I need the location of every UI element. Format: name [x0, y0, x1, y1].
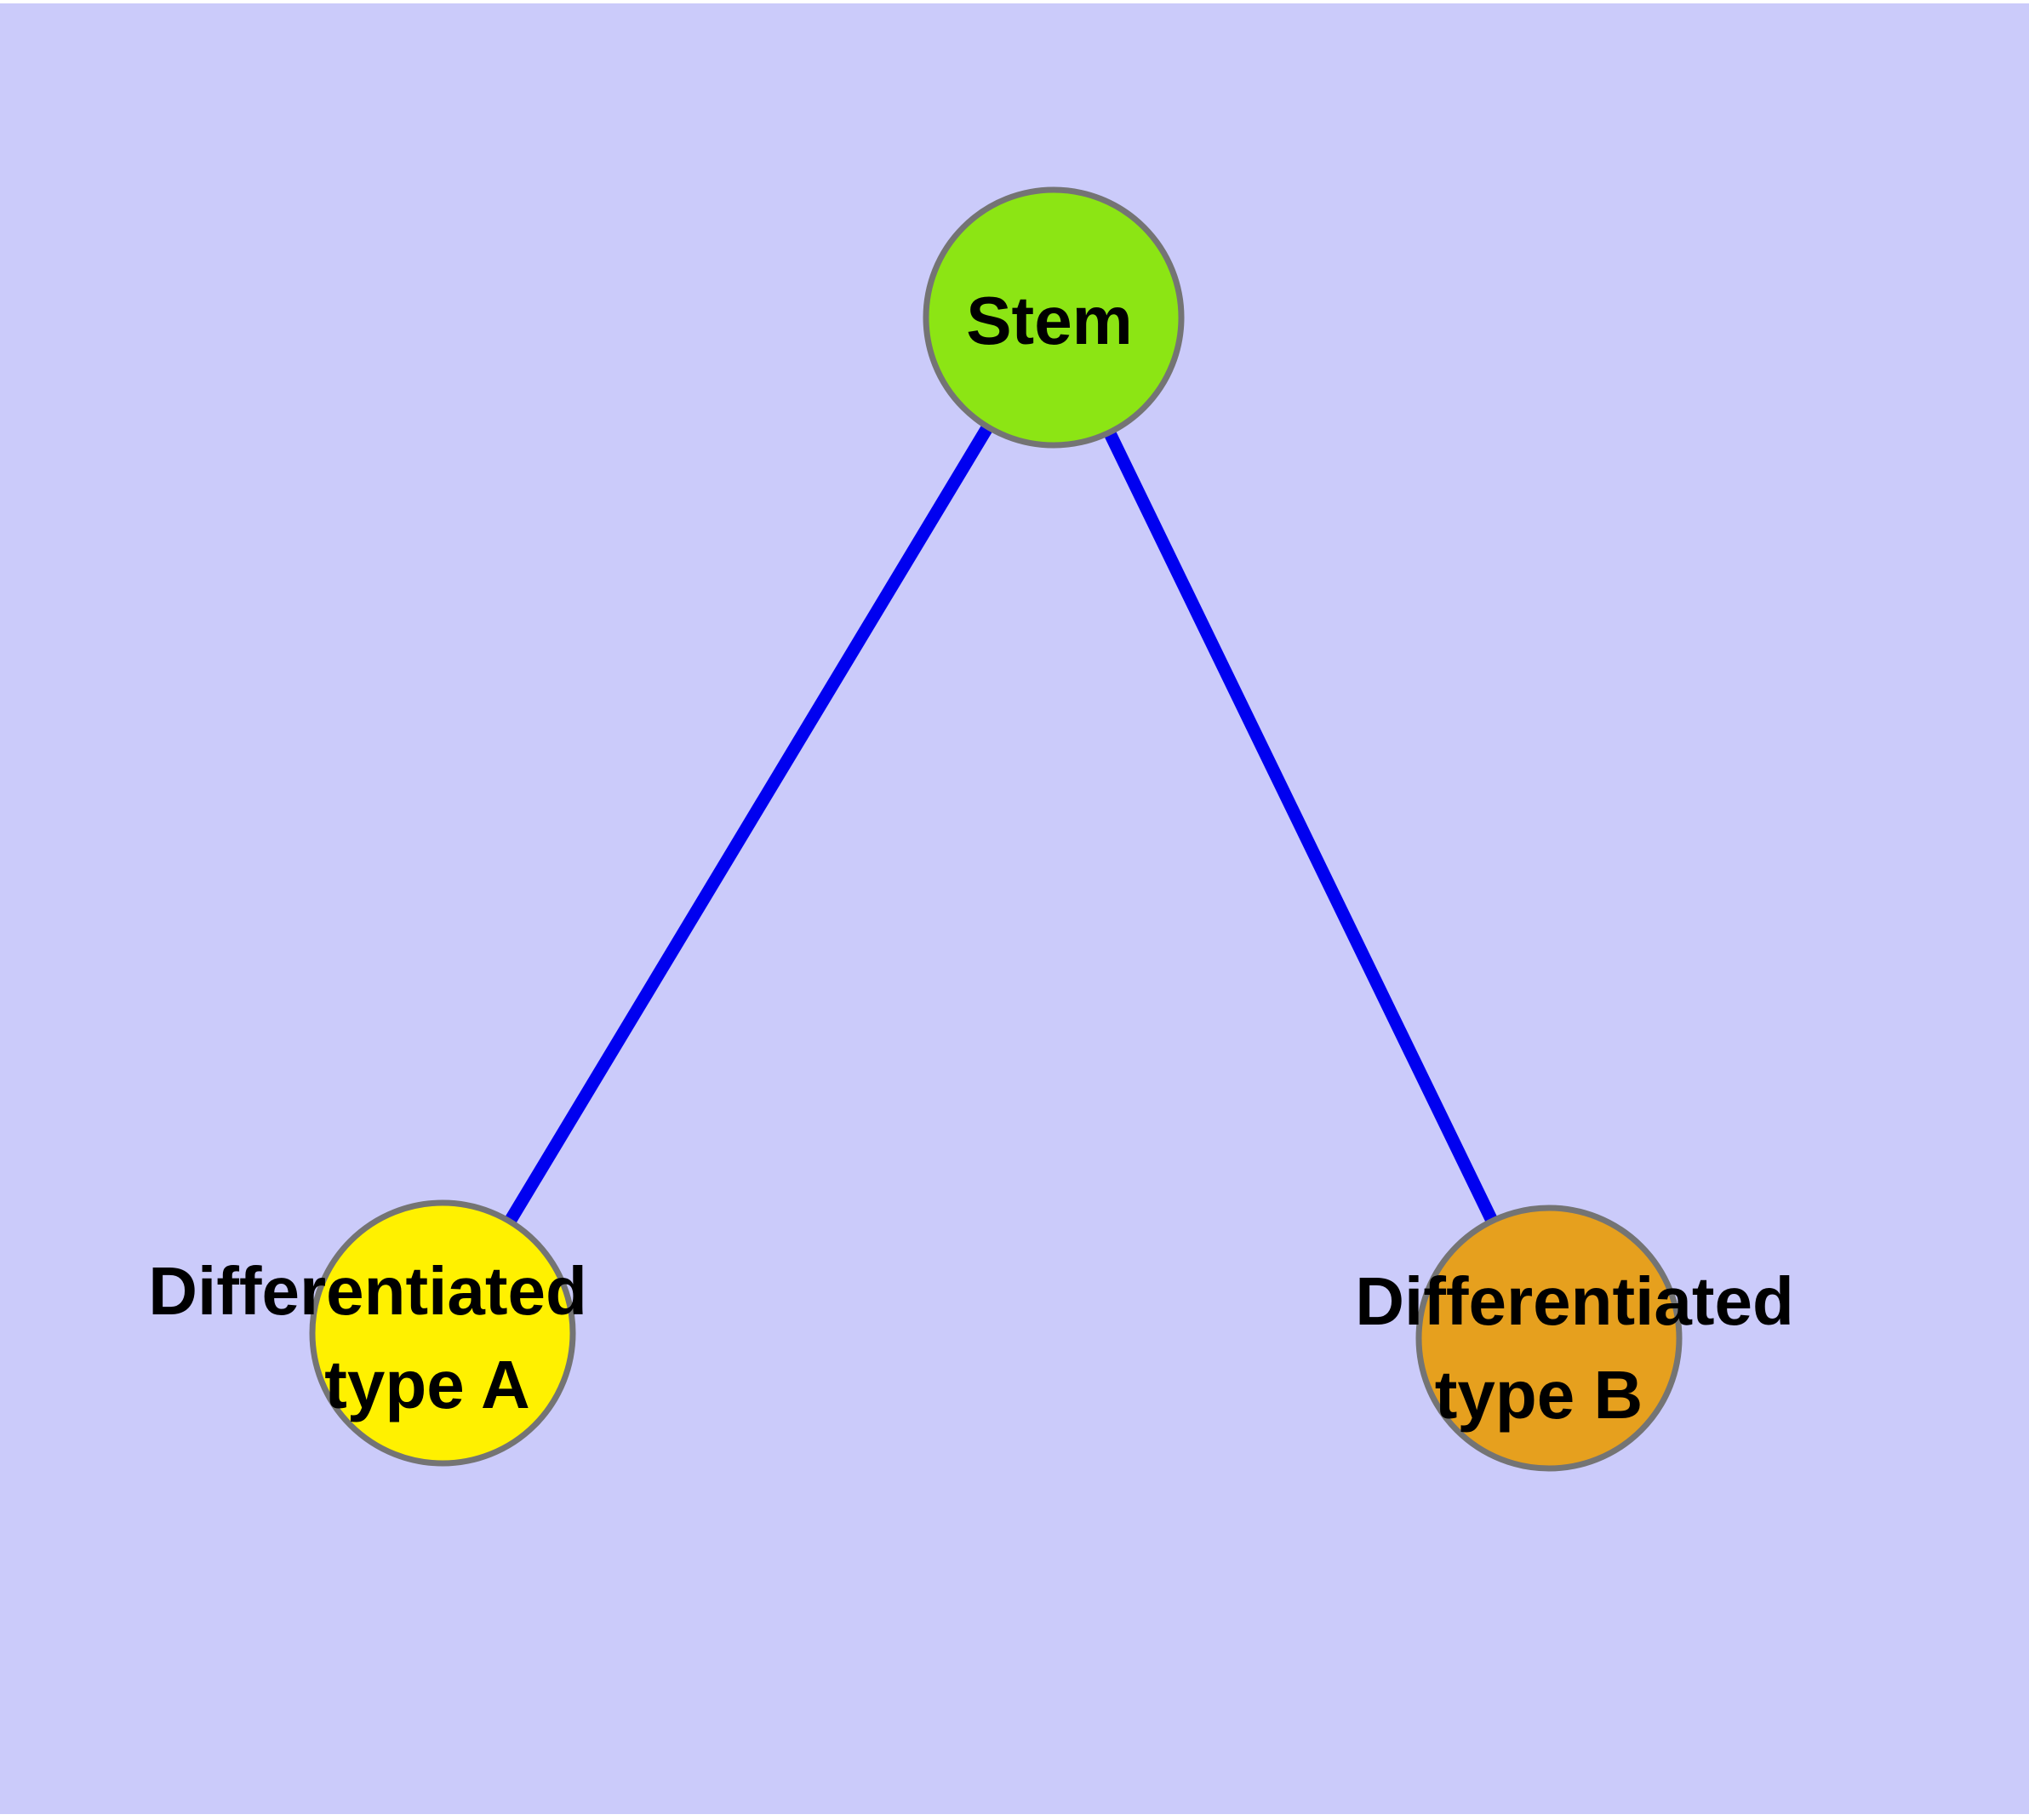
node-circle-stem: [923, 186, 1185, 449]
bottom-white-margin: [0, 1814, 2029, 1820]
node-circle-differentiated-type-b: [1415, 1205, 1683, 1472]
differentiated-type-b-label-line-1: Differentiated: [1355, 1263, 1794, 1339]
edge-stem-to-differentiated-type-b: [1048, 314, 1555, 1342]
differentiated-type-a-label-line-2: type A: [324, 1347, 530, 1422]
top-white-margin: [0, 0, 2029, 3]
stem-node-label: Stem: [966, 283, 1133, 358]
edge-stem-to-differentiated-type-a: [437, 314, 1060, 1336]
differentiated-type-a-label-line-1: Differentiated: [148, 1253, 587, 1329]
node-circle-differentiated-type-a: [309, 1199, 576, 1467]
differentiated-type-b-label-line-2: type B: [1434, 1357, 1643, 1433]
